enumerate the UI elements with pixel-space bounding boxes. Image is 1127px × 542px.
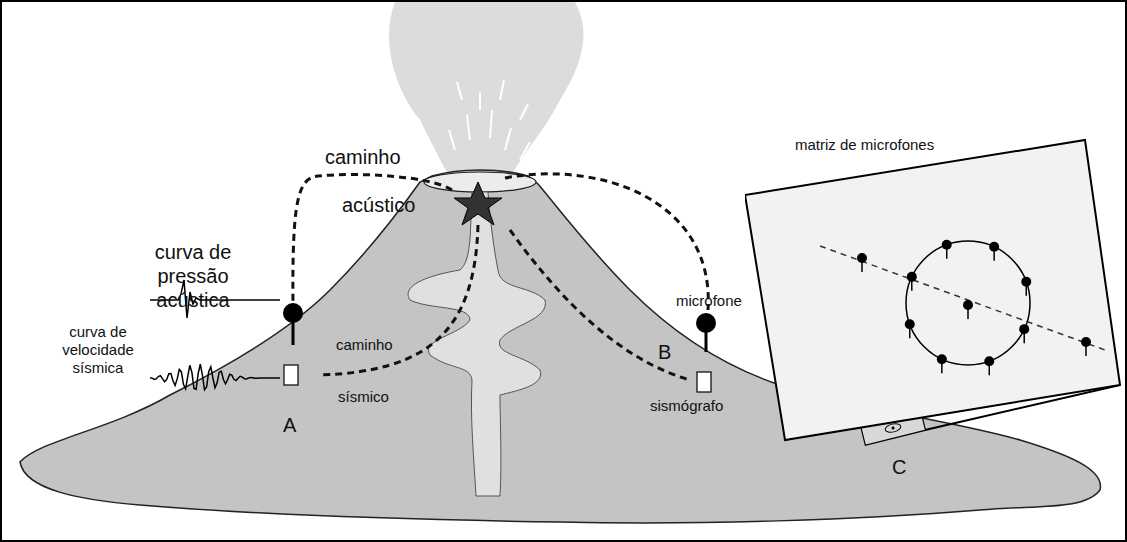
eruption-plume — [389, 2, 583, 178]
sensor-label: sismógrafo — [650, 397, 723, 415]
seismic-path — [510, 230, 690, 380]
acoustic-path — [293, 175, 452, 305]
ejecta — [428, 80, 530, 165]
seismic-velocity-curve — [150, 364, 280, 390]
microphone-array-inset: matriz de microfones — [745, 132, 1123, 444]
station-letter: B — [658, 340, 671, 364]
station-letter: C — [892, 455, 906, 479]
path-label: sísmico — [338, 388, 389, 406]
source-star — [454, 182, 502, 225]
curve-label: curva de velocidade sísmica — [48, 323, 148, 377]
microphone — [283, 303, 303, 323]
seismograph — [284, 365, 298, 385]
microphone — [696, 313, 716, 333]
acoustic-path — [505, 174, 708, 310]
curve-label: curva de pressão acústica — [118, 240, 268, 312]
inset-outline — [745, 132, 1123, 444]
seismograph — [697, 372, 711, 392]
path-label: caminho — [336, 336, 393, 354]
inset-heading: matriz de microfones — [795, 136, 934, 154]
sensor-label: microfone — [676, 292, 742, 310]
wave-paths — [293, 174, 708, 380]
station-letter: A — [283, 413, 296, 437]
path-label: acústico — [342, 193, 415, 217]
seismic-path — [318, 225, 478, 375]
path-label: caminho — [325, 145, 401, 169]
